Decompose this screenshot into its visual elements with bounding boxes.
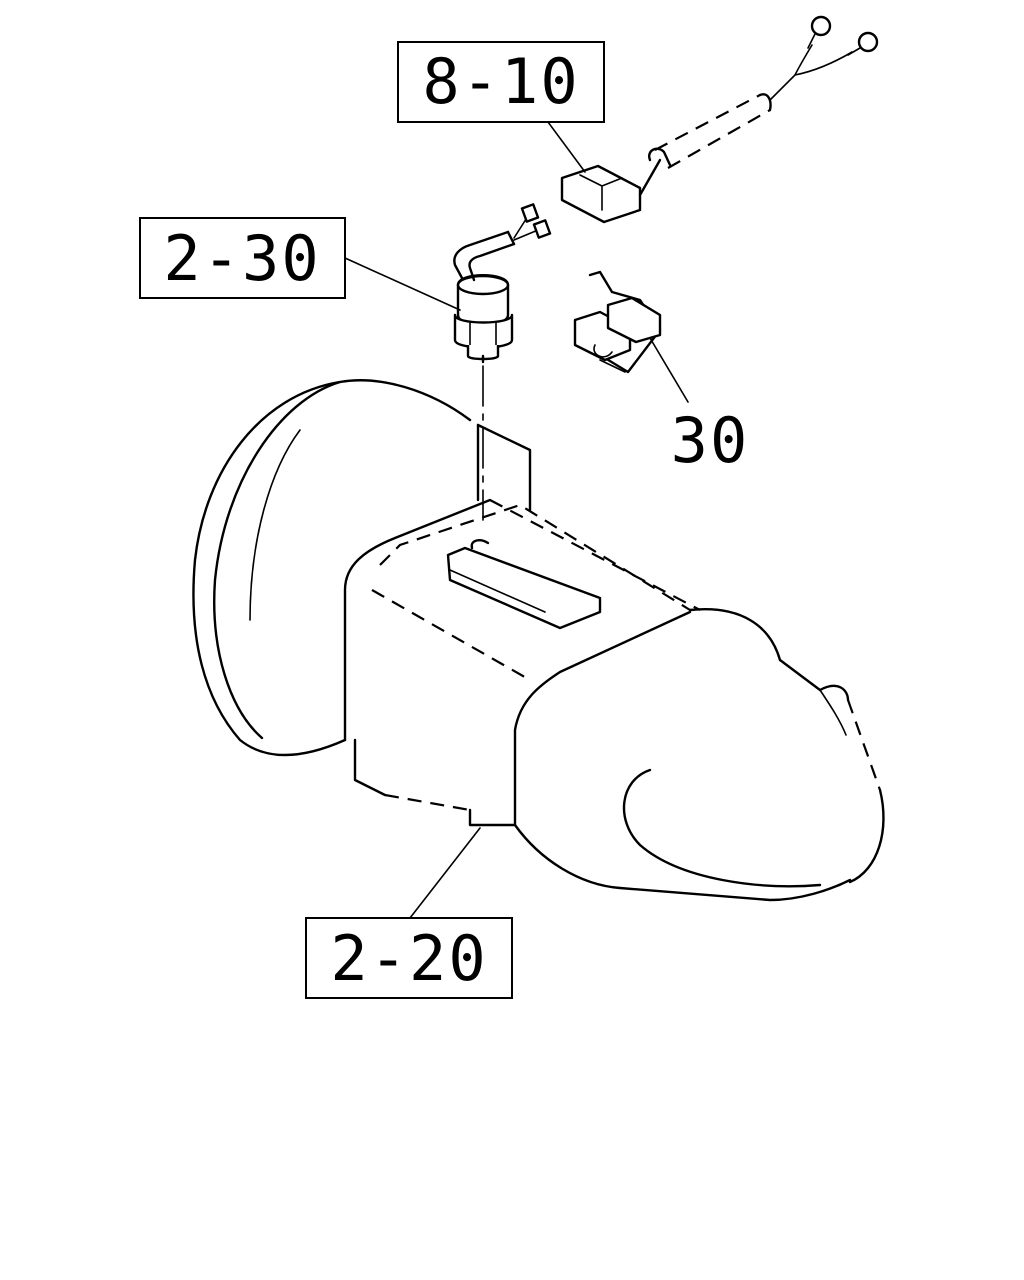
leader-lines: [344, 121, 689, 919]
wire-harness: [560, 15, 879, 224]
callout-box: [397, 41, 605, 123]
callout-label: 8-10: [422, 45, 579, 118]
callout-bracket[interactable]: 30: [671, 404, 750, 477]
callout-box: [139, 217, 346, 299]
callout-label: 30: [671, 404, 750, 477]
callout-transmission[interactable]: 2-20: [305, 917, 513, 999]
mounting-bracket: [573, 270, 662, 374]
callout-box: [305, 917, 513, 999]
callout-label: 2-20: [330, 922, 487, 995]
callout-label: 2-30: [163, 222, 320, 295]
pressure-switch: [453, 203, 552, 521]
callout-harness[interactable]: 8-10: [397, 41, 605, 123]
callout-pressure-switch[interactable]: 2-30: [139, 217, 346, 299]
transmission-assembly: [192, 379, 885, 902]
